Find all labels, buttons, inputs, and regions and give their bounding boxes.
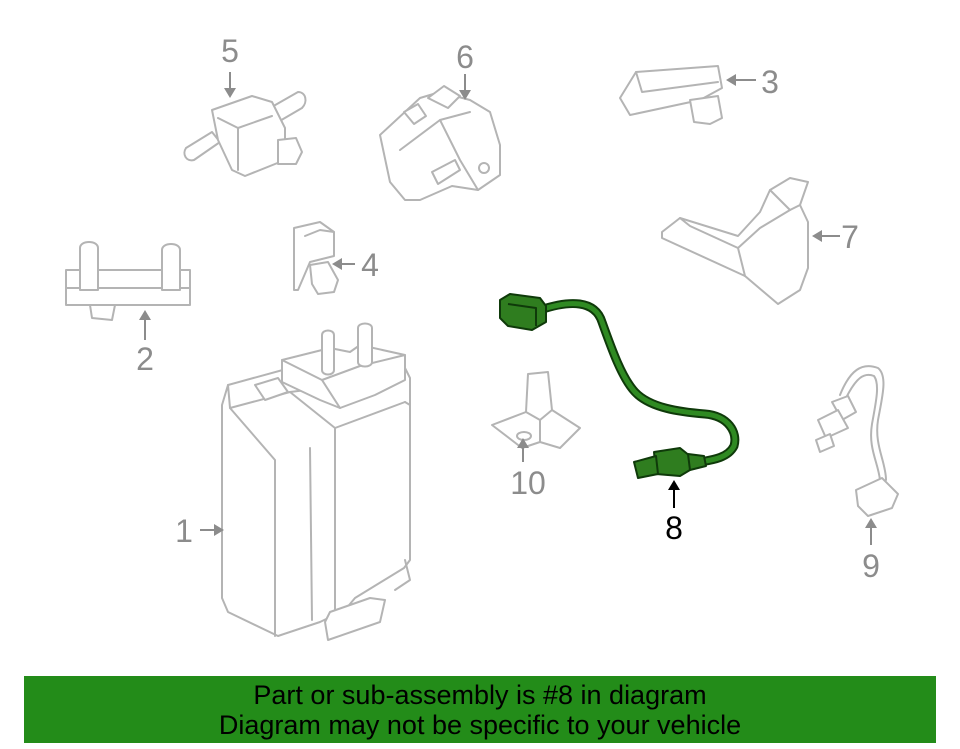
callout-9: 9 [862,548,880,584]
part-8-oxygen-sensor[interactable] [499,293,740,479]
banner-line-2: Diagram may not be specific to your vehi… [218,709,742,740]
part-5-valve[interactable] [183,91,307,177]
callout-4: 4 [361,247,379,283]
parts-diagram: 5 6 3 7 4 2 1 10 8 9 [65,33,899,641]
part-10-bracket[interactable] [491,371,581,449]
part-3-sensor[interactable] [619,65,723,125]
callout-arrows [139,72,877,545]
callout-5: 5 [221,33,239,69]
part-7-vent[interactable] [661,177,809,305]
part-2-bracket[interactable] [65,241,191,321]
part-4-sensor[interactable] [293,221,339,295]
part-6-solenoid[interactable] [379,85,501,201]
callout-7: 7 [841,219,859,255]
part-1-canister[interactable] [221,322,411,641]
callout-1: 1 [175,513,193,549]
callout-6: 6 [456,39,474,75]
part-9-sensor[interactable] [815,365,899,517]
callout-3: 3 [761,64,779,100]
callout-10: 10 [510,465,546,501]
callout-2: 2 [136,341,154,377]
callout-8: 8 [665,510,683,546]
banner-line-1: Part or sub-assembly is #8 in diagram [253,679,707,710]
info-banner: Part or sub-assembly is #8 in diagram Di… [24,676,936,743]
